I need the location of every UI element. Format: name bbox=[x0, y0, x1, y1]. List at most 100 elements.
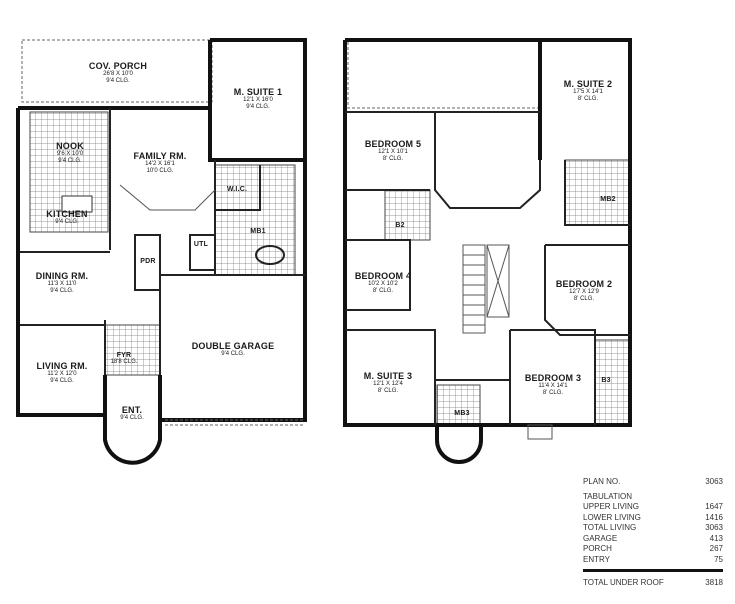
room-name: ENT. bbox=[121, 405, 143, 415]
room-name: BEDROOM 2 bbox=[555, 279, 613, 289]
room-entry: ENT.9'4 CLG. bbox=[120, 405, 144, 422]
tabulation-heading: TABULATION bbox=[583, 492, 723, 503]
tab-label: PORCH bbox=[583, 544, 612, 553]
room-name: PDR bbox=[140, 258, 156, 265]
mb3-tile bbox=[436, 384, 481, 426]
room-ceiling: 9'4 CLG. bbox=[221, 351, 245, 358]
tab-value: 413 bbox=[709, 533, 723, 543]
room-ceiling: 8' CLG. bbox=[382, 155, 404, 162]
room-ceiling: 8' CLG. bbox=[542, 389, 564, 396]
room-mb1: MB1 bbox=[250, 228, 265, 235]
tab-value: 267 bbox=[709, 544, 723, 553]
room-dims: 26'8 X 10'0 bbox=[103, 71, 133, 78]
upper-floor-plan bbox=[343, 38, 632, 464]
room-dims: 10'2 X 10'2 bbox=[368, 281, 398, 288]
tabulation-table: PLAN NO. 3063 TABULATION UPPER LIVING 1647… bbox=[583, 477, 723, 589]
tab-label: UPPER LIVING bbox=[583, 502, 640, 511]
room-name: MB2 bbox=[600, 196, 616, 203]
room-name: DOUBLE GARAGE bbox=[191, 341, 275, 351]
room-name: DINING RM. bbox=[35, 271, 89, 281]
lower-floor-plan bbox=[16, 38, 307, 465]
room-name: M. SUITE 1 bbox=[233, 87, 283, 97]
room-name: BEDROOM 4 bbox=[354, 271, 412, 281]
total-value: 3818 bbox=[705, 578, 723, 587]
room-dims: 14'2 X 16'1 bbox=[145, 161, 175, 168]
divider bbox=[583, 569, 723, 572]
total-label: TOTAL UNDER ROOF bbox=[583, 578, 664, 587]
room-ceiling: 9'4 CLG. bbox=[55, 219, 79, 226]
room-dims: 9'6 X 10'0 bbox=[56, 151, 84, 158]
tab-row: UPPER LIVING 1647 bbox=[583, 502, 723, 513]
tab-value: 3063 bbox=[705, 523, 723, 532]
room-dims: 12'1 X 10'1 bbox=[378, 149, 408, 156]
room-dims: 11'2 X 12'0 bbox=[47, 371, 77, 378]
room-dims: 12'1 X 16'0 bbox=[243, 97, 273, 104]
room-name: NOOK bbox=[56, 141, 84, 151]
room-ceiling: 9'4 CLG. bbox=[246, 103, 270, 110]
room-ceiling: 9'4 CLG. bbox=[50, 377, 74, 384]
room-name: MB1 bbox=[250, 228, 266, 235]
room-mb3: MB3 bbox=[454, 410, 469, 417]
tab-label: TOTAL LIVING bbox=[583, 523, 637, 532]
stairs bbox=[462, 244, 486, 334]
tab-label: LOWER LIVING bbox=[583, 512, 641, 522]
room-pdr: PDR bbox=[140, 258, 155, 265]
tab-row: TOTAL LIVING 3063 bbox=[583, 523, 723, 534]
room-name: KITCHEN bbox=[46, 209, 88, 219]
room-name: UTL bbox=[193, 241, 209, 248]
tab-row: PORCH 267 bbox=[583, 544, 723, 555]
mb2-tile bbox=[564, 159, 631, 226]
room-name: M. SUITE 2 bbox=[563, 79, 613, 89]
heading-text: TABULATION bbox=[583, 491, 633, 501]
room-dims: 11'4 X 14'1 bbox=[538, 383, 568, 390]
room-name: MB3 bbox=[454, 410, 470, 417]
room-ceiling: 8' CLG. bbox=[573, 295, 595, 302]
room-name: BEDROOM 5 bbox=[364, 139, 422, 149]
room-name: B2 bbox=[395, 222, 405, 229]
room-name: FYR bbox=[116, 352, 132, 359]
plan-label: PLAN NO. bbox=[583, 477, 621, 486]
room-name: LIVING RM. bbox=[36, 361, 88, 371]
room-ceiling: 9'4 CLG. bbox=[106, 77, 130, 84]
plan-value: 3063 bbox=[705, 477, 723, 486]
room-dims: 12'1 X 12'4 bbox=[373, 381, 403, 388]
room-ceiling: 8' CLG. bbox=[377, 387, 399, 394]
room-ceiling: 10'0 CLG. bbox=[146, 167, 174, 174]
room-ceiling: 9'4 CLG. bbox=[120, 415, 144, 422]
room-mb2: MB2 bbox=[600, 196, 615, 203]
b2-tile bbox=[384, 189, 431, 241]
room-name: FAMILY RM. bbox=[133, 151, 187, 161]
foyer-tile bbox=[104, 324, 161, 376]
total-row: TOTAL UNDER ROOF 3818 bbox=[583, 578, 723, 589]
tab-row: ENTRY 75 bbox=[583, 555, 723, 566]
room-dims: 12'7 X 12'9 bbox=[569, 289, 599, 296]
tab-label: ENTRY bbox=[583, 554, 610, 564]
room-utl: UTL bbox=[194, 241, 208, 248]
room-ceiling: 8' CLG. bbox=[577, 95, 599, 102]
room-wic: W.I.C. bbox=[227, 186, 247, 193]
room-dims: 11'3 X 11'0 bbox=[47, 281, 77, 288]
tab-value: 75 bbox=[714, 554, 723, 564]
room-b2: B2 bbox=[395, 222, 404, 229]
tab-value: 1647 bbox=[705, 502, 723, 511]
room-name: B3 bbox=[601, 377, 611, 384]
room-ceiling: 9'4 CLG. bbox=[58, 157, 82, 164]
kitchen-island bbox=[61, 195, 93, 213]
